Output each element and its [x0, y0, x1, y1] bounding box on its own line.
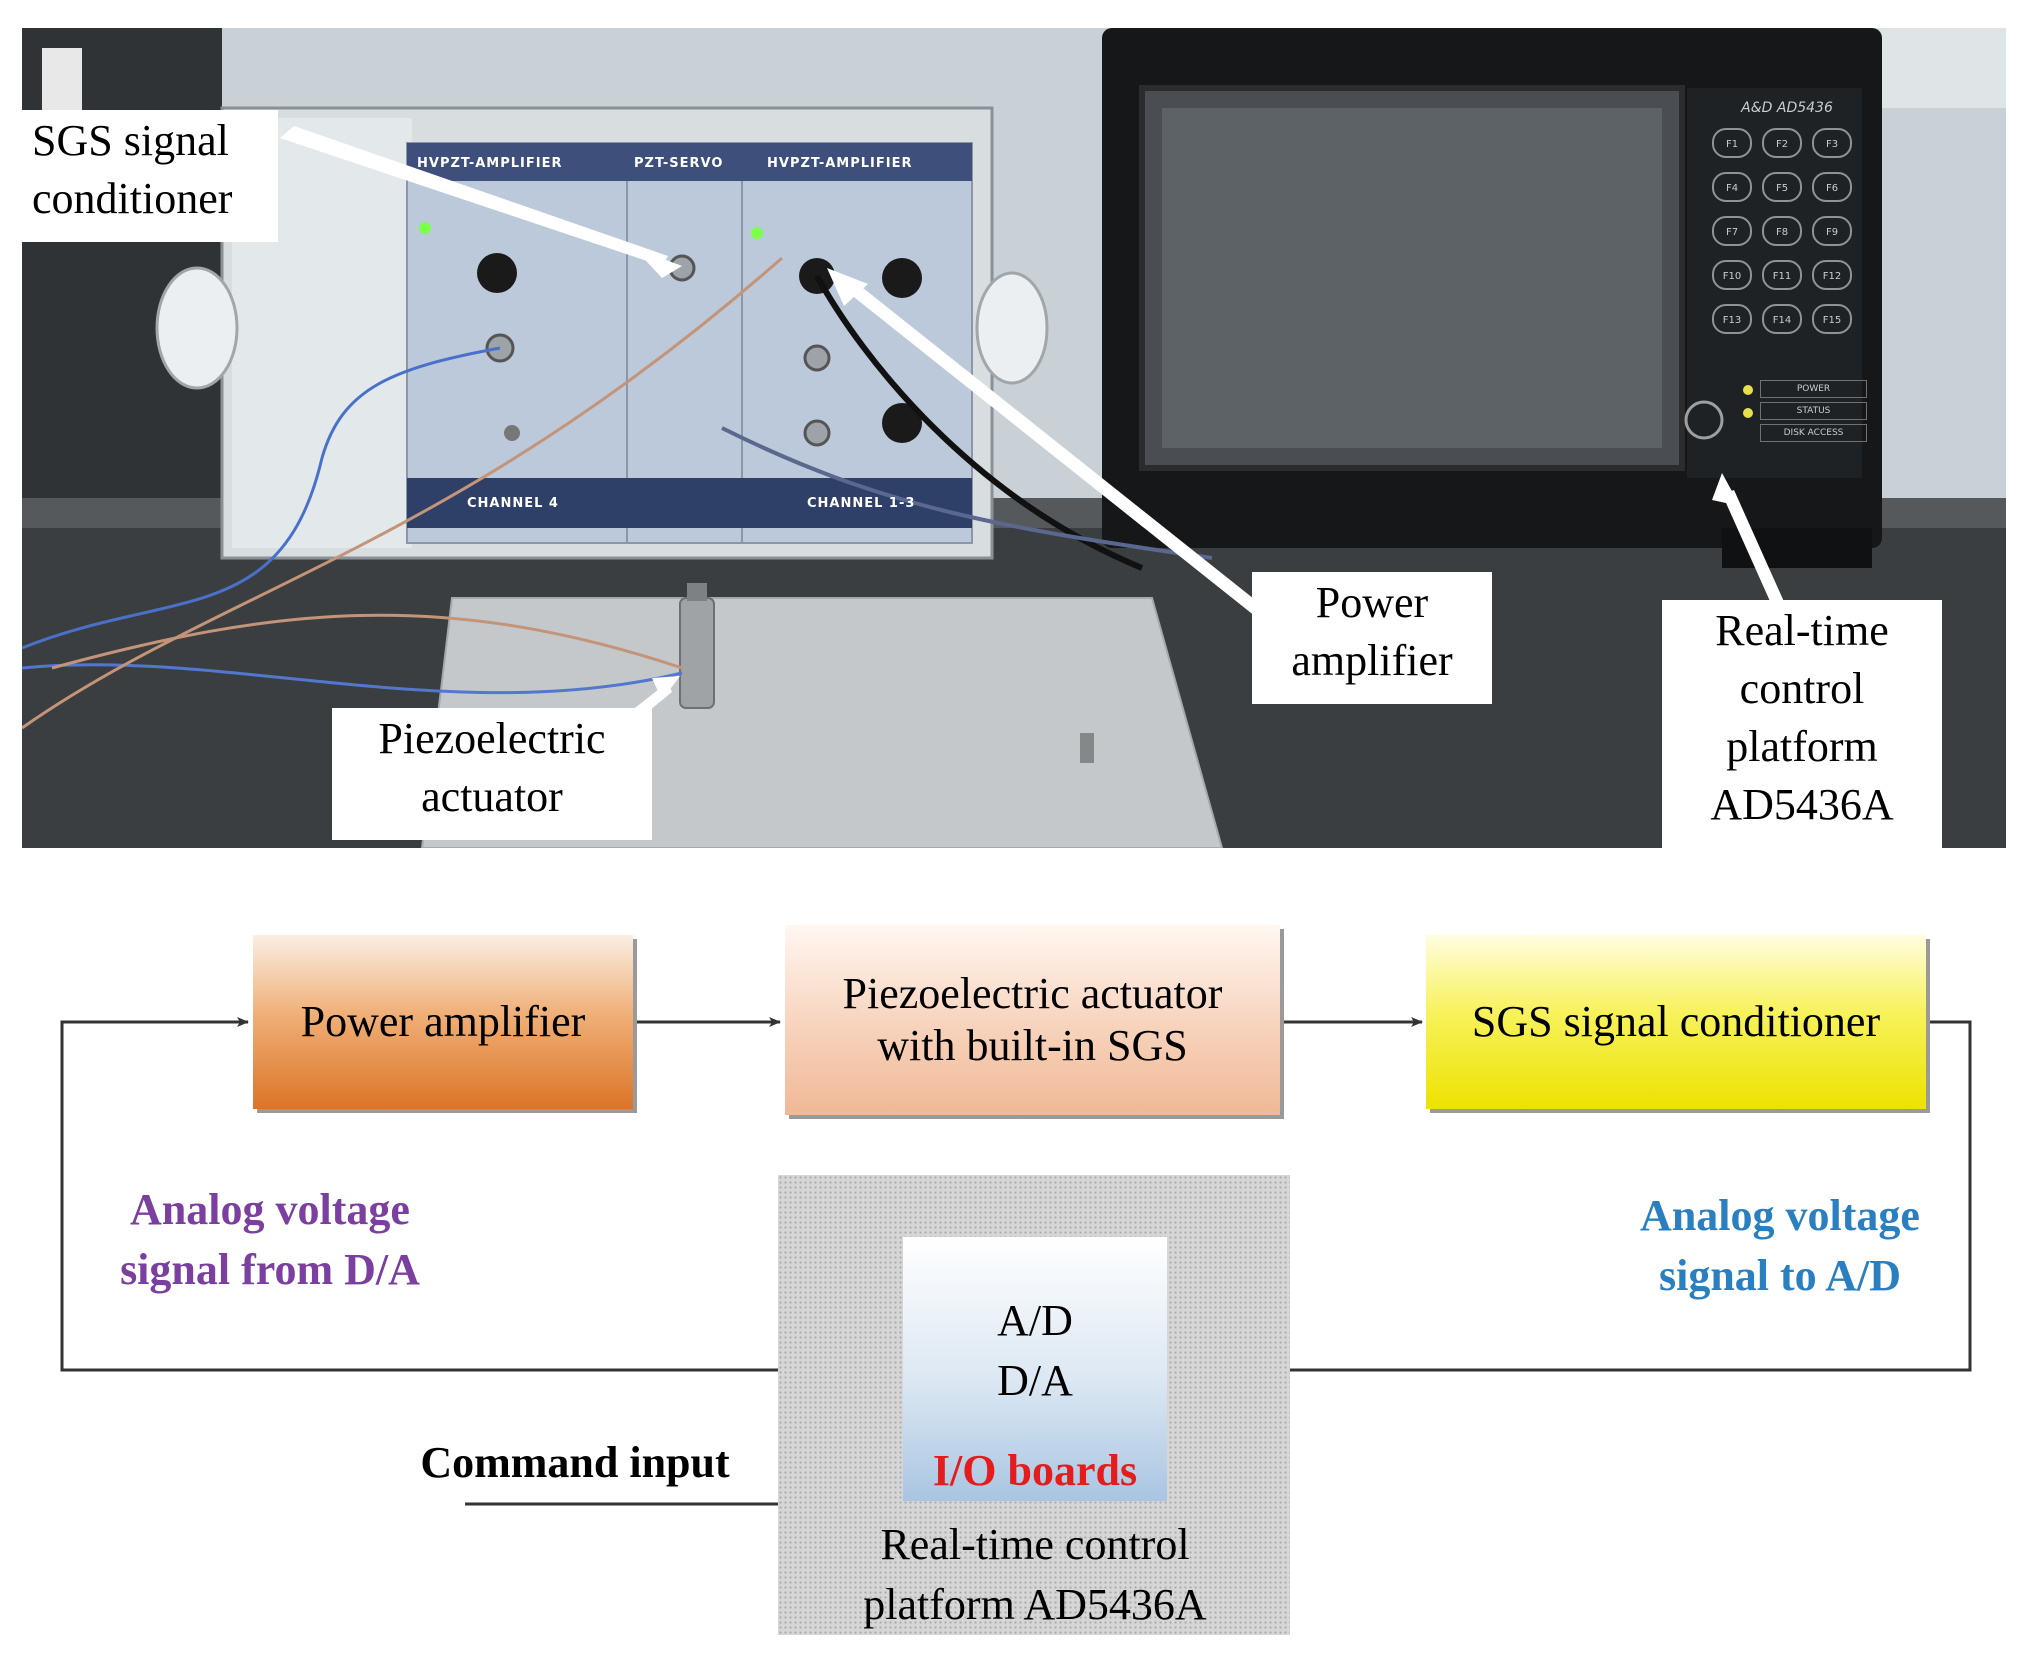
block-power-amplifier: Power amplifier — [253, 935, 633, 1109]
controller-status-leds: POWER STATUS DISK ACCESS — [1760, 380, 1870, 450]
keypad-key-f13: F13 — [1712, 304, 1752, 334]
keypad-key-f4: F4 — [1712, 172, 1752, 202]
module-label-hvpzt-left: HVPZT-AMPLIFIER — [417, 156, 563, 171]
dc-offset-knob-left — [477, 253, 517, 293]
status-led-label-power: POWER — [1760, 380, 1867, 398]
arrow-sgs-conditioner — [280, 126, 668, 266]
arrowhead-realtime-platform — [1712, 473, 1740, 506]
module-pzt-servo — [626, 142, 743, 544]
setup-photo: HVPZT-AMPLIFIER PZT-SERVO HVPZT-AMPLIFIE… — [22, 28, 2006, 848]
controller-power-button — [1684, 400, 1724, 440]
keypad-key-f15: F15 — [1812, 304, 1852, 334]
label-analog-to-ad: Analog voltage signal to A/D — [1640, 1191, 1920, 1300]
grey-cable — [721, 426, 1213, 560]
input-bnc-ch3 — [803, 419, 831, 447]
over-led-left — [419, 222, 431, 234]
arrowhead-sgs-conditioner — [634, 248, 682, 278]
arrowhead-piezo-actuator — [652, 676, 680, 700]
module-label-channel-1-3: CHANNEL 1-3 — [807, 496, 916, 511]
dc-offset-knob-ch3 — [882, 403, 922, 443]
plate-screw — [1080, 733, 1094, 763]
keypad-key-f5: F5 — [1762, 172, 1802, 202]
blue-cable-2 — [22, 663, 683, 695]
controller-brand-label: A&D AD5436 — [1741, 100, 1833, 116]
copper-cable-2 — [51, 613, 683, 670]
blue-cable — [22, 346, 501, 650]
keypad-key-f8: F8 — [1762, 216, 1802, 246]
keypad-key-f7: F7 — [1712, 216, 1752, 246]
module-label-hvpzt-right: HVPZT-AMPLIFIER — [767, 156, 913, 171]
keypad-key-f1: F1 — [1712, 128, 1752, 158]
arrow-da-to-power — [60, 1017, 903, 1372]
arrow-realtime-platform — [1722, 490, 1794, 628]
status-led — [1743, 408, 1753, 418]
chassis-handle-right — [975, 271, 1049, 385]
io-boards-label: I/O boards — [932, 1446, 1138, 1495]
power-led — [1743, 385, 1753, 395]
status-led-label-disk-access: DISK ACCESS — [1760, 424, 1867, 442]
module-label-channel-4: CHANNEL 4 — [467, 496, 559, 511]
arrow-power-amplifier — [845, 280, 1288, 636]
piezo-actuator-cap — [687, 583, 707, 601]
copper-cable — [22, 256, 783, 730]
keypad-key-f9: F9 — [1812, 216, 1852, 246]
label-analog-from-da: Analog voltage signal from D/A — [120, 1185, 420, 1294]
block-sgs-signal-conditioner: SGS signal conditioner — [1426, 935, 1926, 1109]
chassis-handle-left — [155, 266, 239, 390]
label-command-input: Command input — [420, 1438, 730, 1487]
module-header-strip — [407, 143, 972, 181]
module-label-pzt-servo: PZT-SERVO — [634, 156, 724, 171]
keypad-key-f11: F11 — [1762, 260, 1802, 290]
status-led-label-status: STATUS — [1760, 402, 1867, 420]
arrowhead-power-amplifier — [827, 268, 868, 306]
keypad-key-f10: F10 — [1712, 260, 1752, 290]
callout-piezoelectric-actuator: Piezoelectric actuator — [332, 708, 652, 840]
io-label-ad: A/D — [997, 1296, 1073, 1345]
input-bnc-ch2 — [803, 344, 831, 372]
callout-realtime-control-platform: Real-time control platform AD5436A — [1662, 600, 1942, 848]
callout-power-amplifier: Power amplifier — [1252, 572, 1492, 704]
controller-screen-inner — [1162, 108, 1662, 448]
io-label-da: D/A — [997, 1356, 1073, 1405]
block-piezoelectric-actuator: Piezoelectric actuator with built-in SGS — [785, 925, 1280, 1115]
block-io-boards — [903, 1237, 1167, 1501]
pzt-output-left — [504, 425, 520, 441]
dc-offset-knob-ch1 — [882, 258, 922, 298]
keypad-key-f12: F12 — [1812, 260, 1852, 290]
callout-sgs-signal-conditioner: SGS signal conditioner — [22, 110, 278, 242]
platform-label: Real-time control platform AD5436A — [863, 1520, 1207, 1629]
keypad-key-f2: F2 — [1762, 128, 1802, 158]
over-led-right — [751, 227, 763, 239]
keypad-key-f14: F14 — [1762, 304, 1802, 334]
keypad-key-f3: F3 — [1812, 128, 1852, 158]
module-footer-strip — [407, 478, 972, 528]
arrow-sgs-to-ad — [1181, 1020, 1972, 1375]
keypad-key-f6: F6 — [1812, 172, 1852, 202]
